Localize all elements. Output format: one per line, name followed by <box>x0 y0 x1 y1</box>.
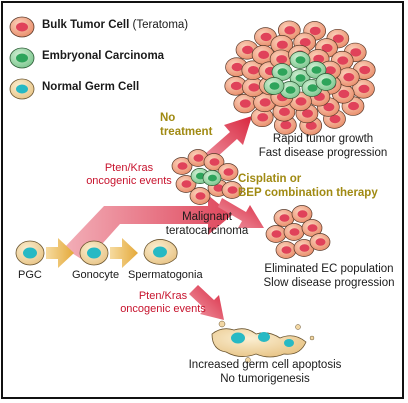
spermatogonia-label: Spermatogonia <box>128 269 203 281</box>
tumor-cell <box>224 76 248 96</box>
spermatogonia-cell <box>143 239 178 265</box>
gonocyte-label: Gonocyte <box>72 269 120 281</box>
tumor-cell <box>265 225 287 243</box>
tumor-cell <box>217 163 239 181</box>
legend-ec-label: Embryonal Carcinoma <box>42 50 165 62</box>
gonocyte-spermatogonia-arrow <box>110 238 138 268</box>
rapid-tumor-cluster <box>224 20 376 136</box>
legend-germ-icon <box>9 78 35 100</box>
tumor-cell <box>270 35 294 55</box>
tumor-cell <box>301 219 323 237</box>
tumor-cell <box>283 223 305 241</box>
eliminated-ec-cluster <box>265 205 331 259</box>
tumor-cell <box>253 92 276 113</box>
tumor-cell <box>241 60 265 80</box>
legend-tumor-icon <box>9 16 35 38</box>
apoptotic-cells <box>211 320 315 363</box>
legend-ec-icon <box>9 47 35 69</box>
tumor-cell <box>242 77 265 98</box>
tumor-cell <box>189 187 211 205</box>
legend-tumor-label: Bulk Tumor Cell (Teratoma) <box>42 19 189 31</box>
ec-cell <box>315 73 337 91</box>
pgc-cell <box>15 240 45 266</box>
tumor-cell <box>291 205 313 223</box>
pten-top-arrow <box>64 195 232 262</box>
tumor-cell <box>254 27 277 47</box>
pgc-label: PGC <box>18 269 42 281</box>
tumor-cell <box>272 102 296 122</box>
tumor-cell <box>203 153 225 171</box>
gonocyte-cell <box>79 240 109 266</box>
tumor-cell <box>275 241 297 259</box>
tumor-cell <box>277 20 301 40</box>
ec-cell <box>263 77 285 95</box>
ec-cell <box>202 170 222 187</box>
ec-cell <box>289 51 311 69</box>
pgc-gonocyte-arrow <box>46 238 74 268</box>
tumor-cell <box>175 175 197 193</box>
malignant-teratocarcinoma-cluster <box>171 149 243 205</box>
tumor-cell <box>336 67 360 87</box>
tumor-cell <box>309 233 331 251</box>
legend-germ-label: Normal Germ Cell <box>42 81 140 93</box>
tumor-cell <box>187 149 209 167</box>
cisplatin-arrow <box>218 198 264 228</box>
pten-bottom-arrow <box>189 285 224 320</box>
tumor-cell <box>171 157 193 175</box>
tumor-cell <box>221 181 243 199</box>
